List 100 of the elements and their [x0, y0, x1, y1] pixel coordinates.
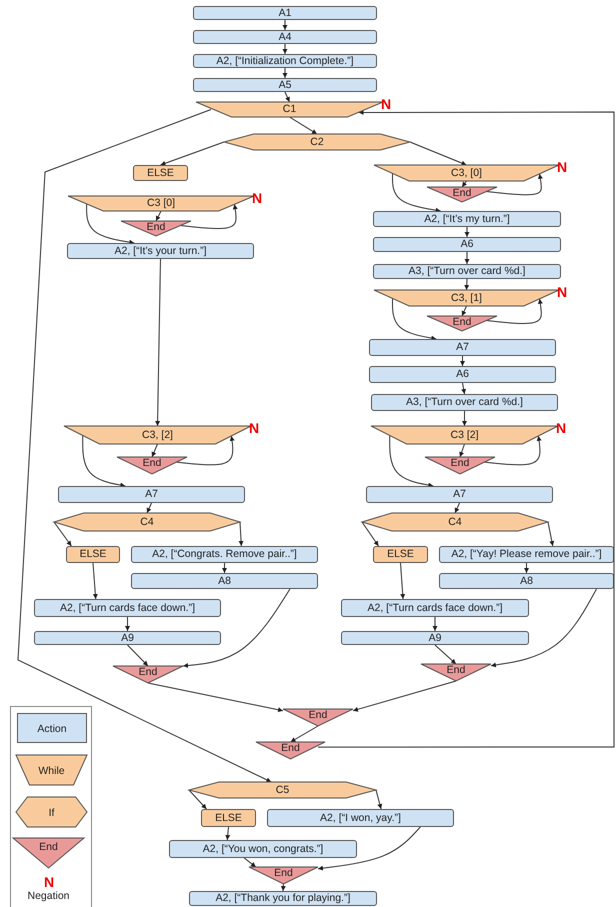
arrow — [125, 616, 130, 632]
action-box: A6 — [369, 366, 556, 383]
end-triangle: End — [121, 221, 191, 236]
arrow — [434, 644, 456, 664]
arrow — [222, 562, 227, 574]
legend-label: End — [38, 841, 59, 853]
arrow — [17, 109, 272, 782]
arrow — [284, 92, 290, 102]
end-triangle: End — [283, 709, 353, 726]
action-box: A7 — [58, 486, 245, 503]
action-box: A2, [“I won, yay.”] — [267, 809, 454, 827]
arrow — [486, 298, 543, 324]
action-box: A2, [“It’s your turn.”] — [67, 243, 254, 259]
if-hexagon: C2 — [224, 134, 410, 150]
else-box: ELSE — [133, 165, 188, 181]
end-triangle: End — [113, 666, 183, 683]
negation-mark: N — [556, 421, 566, 435]
arrow — [188, 790, 207, 810]
action-box: A7 — [369, 339, 556, 356]
action-box: A8 — [131, 573, 318, 589]
arrow — [462, 306, 467, 316]
arrow — [86, 204, 135, 245]
action-box: A2, [“It’s my turn.”] — [373, 211, 561, 227]
arrow — [152, 444, 158, 458]
arrow — [524, 562, 529, 574]
if-hexagon: C4 — [54, 513, 240, 531]
if-hexagon: C5 — [189, 782, 376, 798]
while-trapezoid: C1 — [196, 102, 383, 117]
end-triangle: End — [249, 867, 318, 884]
arrow — [484, 435, 542, 466]
while-trapezoid: C3 [0] — [68, 196, 254, 211]
arrow — [392, 298, 437, 341]
while-trapezoid: C3, [2] — [64, 426, 251, 444]
else-box: ELSE — [201, 809, 256, 827]
arrow — [460, 356, 465, 366]
action-box: A9 — [341, 631, 529, 645]
action-box: A3, [“Turn over card %d.] — [371, 394, 558, 411]
legend-label: If — [48, 807, 56, 819]
arrow — [464, 278, 470, 290]
arrow — [454, 502, 460, 514]
legend-label: Negation — [26, 890, 71, 902]
negation-mark: N — [252, 191, 262, 205]
action-box: A4 — [193, 30, 377, 44]
action-box: A5 — [193, 78, 377, 92]
action-box: A8 — [439, 573, 614, 589]
end-triangle: End — [256, 742, 325, 759]
arrow — [389, 435, 434, 488]
arrow — [156, 210, 162, 222]
arrow — [462, 410, 467, 426]
arrow — [282, 20, 288, 30]
arrow — [54, 522, 72, 546]
arrow — [127, 644, 148, 666]
action-box: A9 — [34, 631, 221, 645]
arrow — [548, 522, 554, 546]
negation-mark: N — [381, 97, 392, 111]
arrow — [225, 826, 230, 840]
arrow — [318, 826, 421, 871]
arrow — [244, 858, 256, 868]
arrow — [464, 226, 470, 238]
negation-mark: N — [557, 285, 568, 299]
action-box: A2, [“Initialization Complete.”] — [193, 54, 377, 68]
arrow — [352, 680, 456, 712]
else-box: ELSE — [373, 546, 428, 563]
arrow — [280, 884, 286, 892]
arrow — [362, 522, 379, 546]
end-triangle: End — [427, 187, 497, 202]
arrow — [410, 142, 467, 166]
arrow — [289, 116, 318, 134]
negation-mark: N — [249, 421, 260, 435]
arrow — [92, 562, 98, 600]
action-box: A2, [“Thank you for playing.”] — [189, 891, 377, 906]
end-triangle: End — [421, 664, 491, 681]
end-triangle: End — [117, 457, 187, 474]
while-trapezoid: C3, [0] — [374, 165, 559, 181]
action-box: A3, [“Turn over card %d.] — [373, 264, 561, 279]
action-box: A2, [“Yay! Please remove pair..”] — [439, 546, 614, 563]
arrow — [432, 616, 438, 632]
legend-label: While — [37, 765, 66, 777]
end-triangle: End — [425, 457, 495, 474]
if-hexagon: C4 — [362, 513, 548, 531]
action-box: A6 — [373, 237, 561, 252]
arrow — [392, 173, 442, 213]
arrow — [461, 382, 466, 394]
arrow — [182, 588, 290, 668]
arrow — [282, 44, 288, 54]
arrow — [160, 142, 224, 166]
while-trapezoid: C3 [2] — [371, 426, 558, 444]
arrow — [490, 588, 597, 668]
legend-label: Action — [36, 723, 68, 735]
arrow — [464, 252, 470, 264]
arrow — [318, 110, 614, 748]
arrow — [486, 173, 543, 196]
action-box: A2, [“Congrats. Remove pair..”] — [131, 546, 318, 563]
arrow — [148, 682, 284, 712]
arrow — [82, 435, 126, 488]
action-box: A1 — [193, 6, 377, 20]
arrow — [180, 204, 238, 230]
action-box: A7 — [366, 486, 553, 503]
arrow — [176, 435, 235, 466]
arrow — [146, 502, 152, 514]
